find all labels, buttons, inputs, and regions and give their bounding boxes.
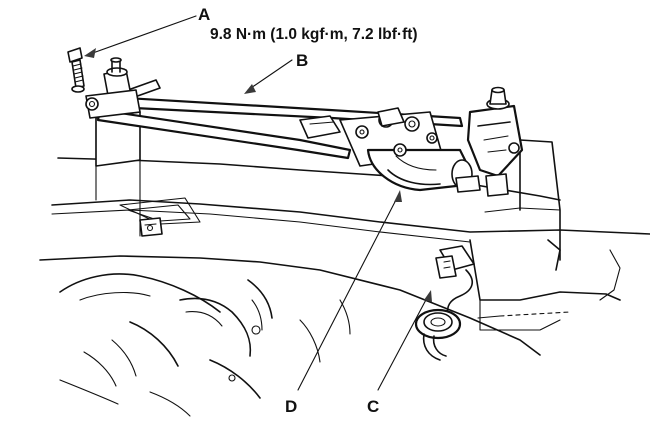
arrowhead-b: [244, 84, 256, 94]
leader-line-a: [89, 15, 197, 55]
connector-icon: [435, 245, 475, 317]
right-pivot-icon: [466, 86, 524, 197]
wiper-motor-icon: [339, 107, 481, 193]
leader-line-d: [297, 195, 399, 391]
arrowhead-c: [424, 290, 432, 302]
label-b: B: [296, 51, 308, 70]
arrowhead-a: [84, 48, 96, 58]
arrowhead-d: [394, 190, 402, 202]
label-a: A: [198, 5, 210, 24]
label-c: C: [367, 397, 379, 416]
leader-lines: [84, 15, 432, 391]
label-d: D: [285, 397, 297, 416]
leader-line-c: [377, 295, 429, 391]
engine-bay: [59, 273, 351, 417]
torque-spec-a: 9.8 N·m (1.0 kgf·m, 7.2 lbf·ft): [210, 26, 418, 43]
bolt-icon: [67, 47, 85, 93]
grommet-icon: [414, 308, 462, 361]
leader-line-b: [247, 59, 293, 91]
